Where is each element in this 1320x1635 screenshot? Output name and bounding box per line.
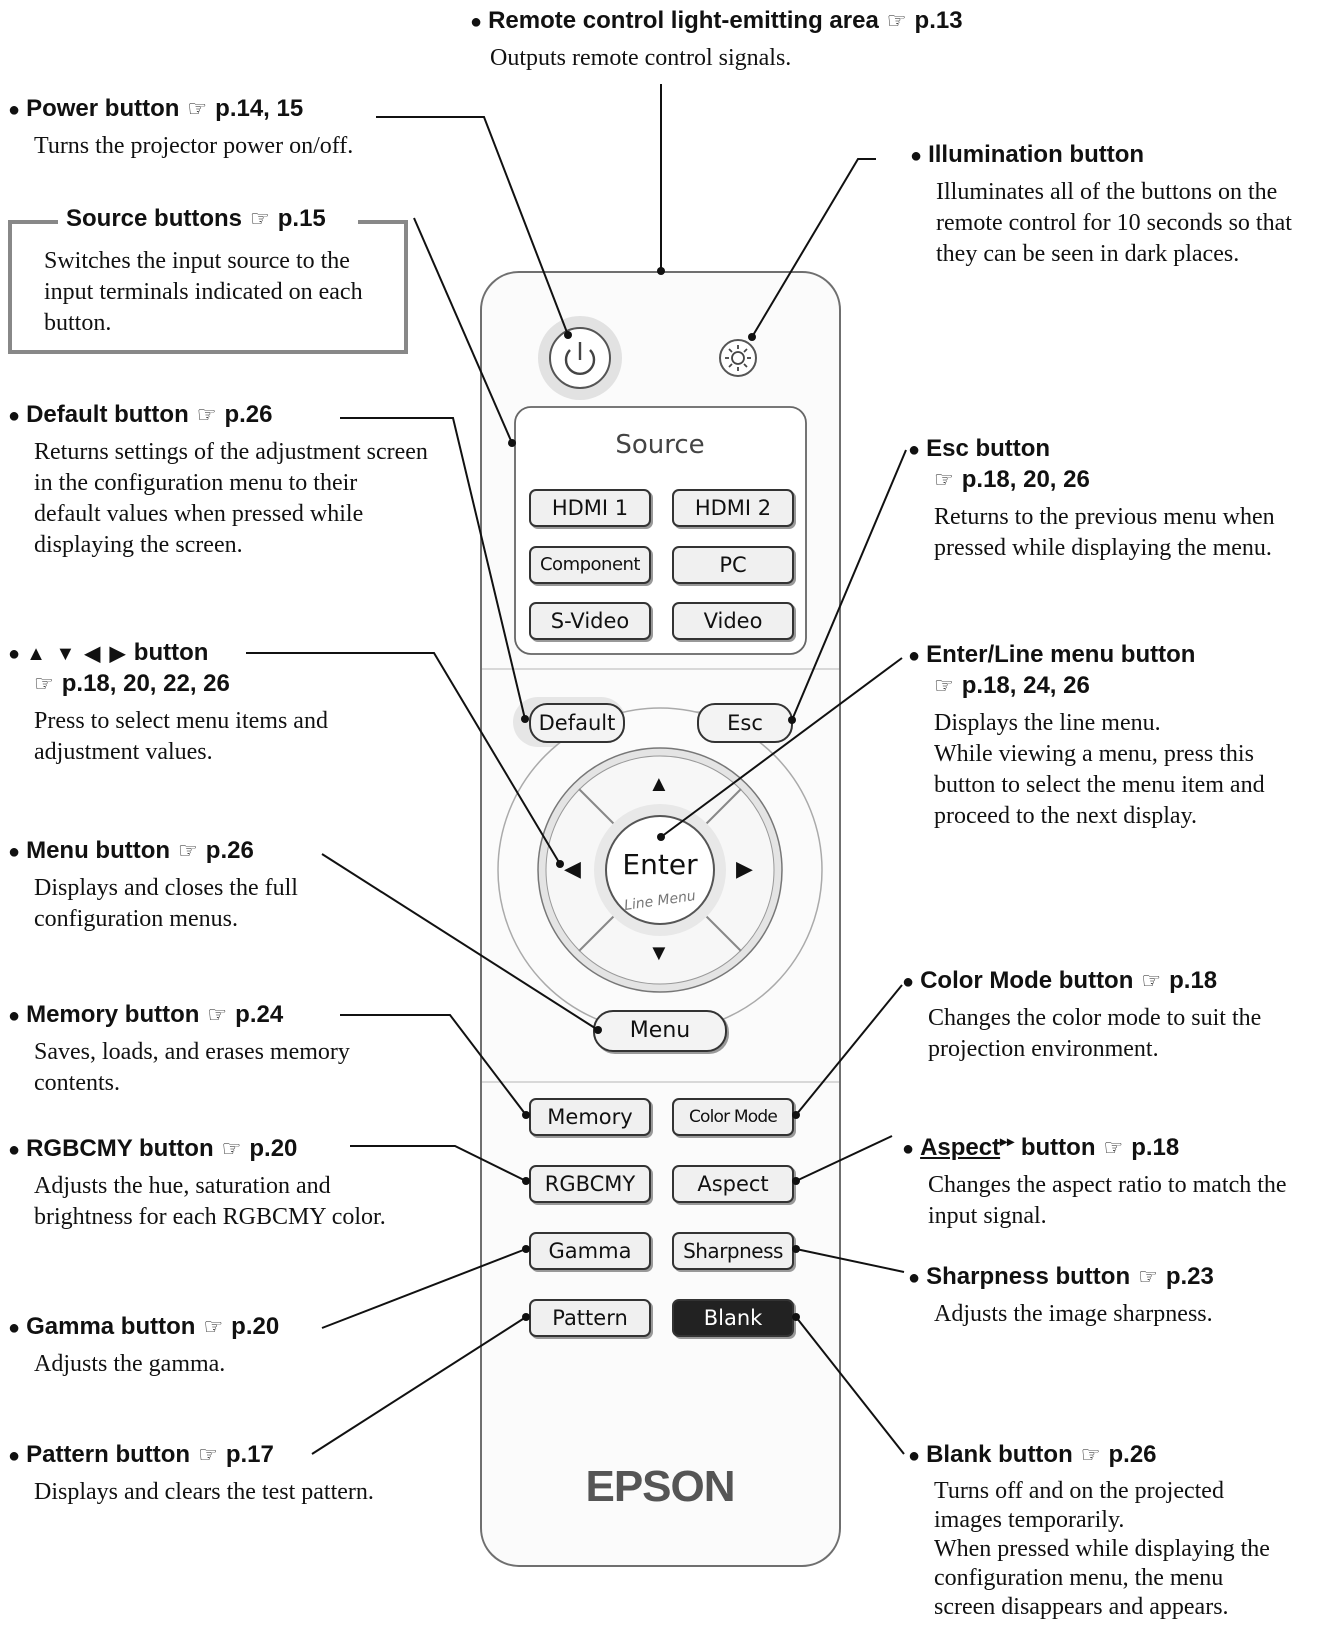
callout-illumination: ●Illumination button Illuminates all of … — [910, 141, 1292, 267]
aspect-glossary-link[interactable]: Aspect — [920, 1134, 1001, 1161]
callout-sharpness: ●Sharpness button☞p.23 Adjusts the image… — [908, 1263, 1214, 1327]
rgbcmy-button[interactable]: RGBCMY — [529, 1165, 651, 1203]
right-arrow-icon[interactable]: ▶ — [736, 856, 753, 881]
source-hdmi2-button[interactable]: HDMI 2 — [672, 489, 794, 527]
callout-color-mode: ●Color Mode button☞p.18 Changes the colo… — [902, 967, 1262, 1062]
source-svideo-button[interactable]: S-Video — [529, 602, 651, 640]
callout-aspect: ●Aspect▸▸ button☞p.18 Changes the aspect… — [902, 1133, 1287, 1229]
esc-button[interactable]: Esc — [697, 703, 793, 743]
brand-logo: EPSON — [585, 1462, 735, 1511]
blank-button[interactable]: Blank — [672, 1299, 794, 1337]
callout-default: ●Default button☞p.26 Returns settings of… — [8, 401, 428, 558]
source-video-button[interactable]: Video — [672, 602, 794, 640]
callout-enter: ●Enter/Line menu button ☞p.18, 24, 26 Di… — [908, 641, 1265, 829]
pattern-button[interactable]: Pattern — [529, 1299, 651, 1337]
callout-blank: ●Blank button☞p.26 Turns off and on the … — [908, 1441, 1270, 1620]
color-mode-button[interactable]: Color Mode — [672, 1098, 794, 1136]
callout-memory: ●Memory button☞p.24 Saves, loads, and er… — [8, 1001, 350, 1096]
source-pc-button[interactable]: PC — [672, 546, 794, 584]
source-title: Source — [615, 430, 705, 460]
callout-esc: ●Esc button ☞p.18, 20, 26 Returns to the… — [908, 435, 1275, 561]
callout-arrows: ●▲ ▼ ◀ ▶ button ☞p.18, 20, 22, 26 Press … — [8, 639, 328, 765]
source-component-button[interactable]: Component — [529, 546, 651, 584]
callout-source: Source buttons☞p.15 — [60, 204, 332, 235]
callout-remote-area: ●Remote control light-emitting area☞p.13… — [470, 7, 963, 71]
memory-button[interactable]: Memory — [529, 1098, 651, 1136]
menu-button[interactable]: Menu — [593, 1010, 727, 1052]
left-arrow-icon[interactable]: ◀ — [564, 856, 581, 881]
callout-source-desc: Switches the input source to the input t… — [44, 248, 363, 336]
down-arrow-icon[interactable]: ▼ — [648, 940, 670, 965]
callout-pattern: ●Pattern button☞p.17 Displays and clears… — [8, 1441, 374, 1505]
callout-gamma: ●Gamma button☞p.20 Adjusts the gamma. — [8, 1313, 280, 1377]
source-hdmi1-button[interactable]: HDMI 1 — [529, 489, 651, 527]
up-arrow-icon[interactable]: ▲ — [648, 771, 670, 796]
power-icon — [564, 349, 596, 375]
callout-rgbcmy: ●RGBCMY button☞p.20 Adjusts the hue, sat… — [8, 1135, 386, 1230]
gamma-button[interactable]: Gamma — [529, 1232, 651, 1270]
enter-button — [605, 815, 715, 925]
default-button[interactable]: Default — [529, 703, 625, 743]
enter-label: Enter — [622, 848, 698, 881]
source-callout-frame — [8, 220, 408, 354]
callout-menu: ●Menu button☞p.26 Displays and closes th… — [8, 837, 298, 932]
callout-power: ●Power button☞p.14, 15 Turns the project… — [8, 95, 354, 159]
sharpness-button[interactable]: Sharpness — [672, 1232, 794, 1270]
illumination-icon — [725, 345, 751, 371]
aspect-button[interactable]: Aspect — [672, 1165, 794, 1203]
